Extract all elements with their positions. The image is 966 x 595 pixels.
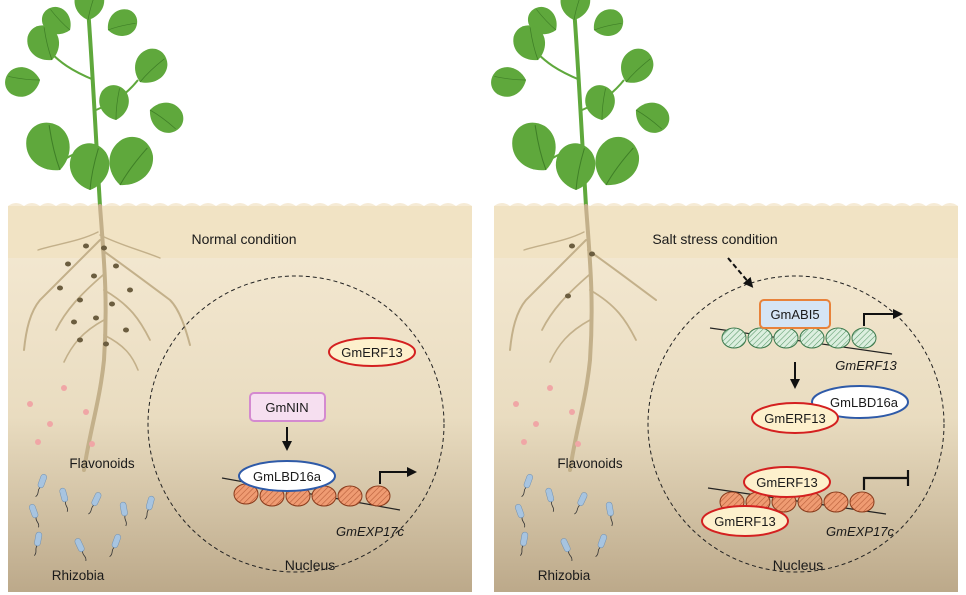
gene-label-gmerf13: GmERF13 xyxy=(835,358,897,373)
nucleus-label-salt: Nucleus xyxy=(773,557,824,573)
flavonoid-dots-normal xyxy=(27,385,95,447)
svg-text:GmABI5: GmABI5 xyxy=(770,307,819,322)
rhizobia-label-salt: Rhizobia xyxy=(538,568,591,583)
flavonoids-label-salt: Flavonoids xyxy=(557,456,623,471)
plant-salt xyxy=(488,0,674,207)
condition-label-normal: Normal condition xyxy=(191,231,296,247)
condition-label-salt: Salt stress condition xyxy=(652,231,777,247)
gmerf13-protein-repressor-bottom: GmERF13 xyxy=(701,505,789,537)
svg-text:GmERF13: GmERF13 xyxy=(756,475,817,490)
gmlbd16a-protein-normal: GmLBD16a xyxy=(238,460,336,492)
svg-text:GmERF13: GmERF13 xyxy=(714,514,775,529)
nucleus-salt: Nucleus GmABI5 GmERF13 GmLBD16a xyxy=(647,275,945,573)
nodules-normal xyxy=(57,243,133,347)
gmerf13-protein-repressor-top: GmERF13 xyxy=(743,466,831,498)
soil-band-normal xyxy=(8,206,472,258)
nucleosomes-gmerf13 xyxy=(721,327,877,349)
gmerf13-protein-free: GmERF13 xyxy=(328,337,416,367)
svg-text:GmERF13: GmERF13 xyxy=(764,411,825,426)
nucleus-normal: Nucleus GmERF13 GmNIN xyxy=(147,275,445,573)
flavonoids-label-normal: Flavonoids xyxy=(69,456,135,471)
svg-text:GmLBD16a: GmLBD16a xyxy=(253,469,322,484)
plant-normal xyxy=(2,0,188,207)
gene-label-gmexp17c-salt: GmEXP17c xyxy=(826,524,894,539)
svg-text:GmERF13: GmERF13 xyxy=(341,345,402,360)
nodules-salt xyxy=(565,243,595,299)
panel-normal: Normal condition Flavonoids Rhizobia Nuc… xyxy=(2,0,472,592)
svg-text:GmLBD16a: GmLBD16a xyxy=(830,395,899,410)
transcription-arrow-gmerf13 xyxy=(863,309,903,326)
soil-band-salt xyxy=(494,206,958,258)
gmabi5-protein: GmABI5 xyxy=(759,299,831,329)
svg-text:GmNIN: GmNIN xyxy=(265,400,308,415)
transcription-arrow-normal xyxy=(379,467,417,484)
repression-symbol xyxy=(862,470,910,490)
gmlbd16a-protein-salt: GmLBD16a xyxy=(811,385,909,419)
rhizobia-label-normal: Rhizobia xyxy=(52,568,105,583)
roots-salt xyxy=(509,204,657,472)
gmnin-protein: GmNIN xyxy=(249,392,326,422)
nucleus-label-normal: Nucleus xyxy=(285,557,336,573)
gene-label-gmexp17c-normal: GmEXP17c xyxy=(336,524,404,539)
salt-signal-arrow xyxy=(727,257,754,288)
flavonoid-dots-salt xyxy=(513,385,581,447)
gmerf13-protein-complex: GmERF13 xyxy=(751,402,839,434)
panel-salt: Salt stress condition Flavonoids Rhizobi… xyxy=(488,0,958,592)
